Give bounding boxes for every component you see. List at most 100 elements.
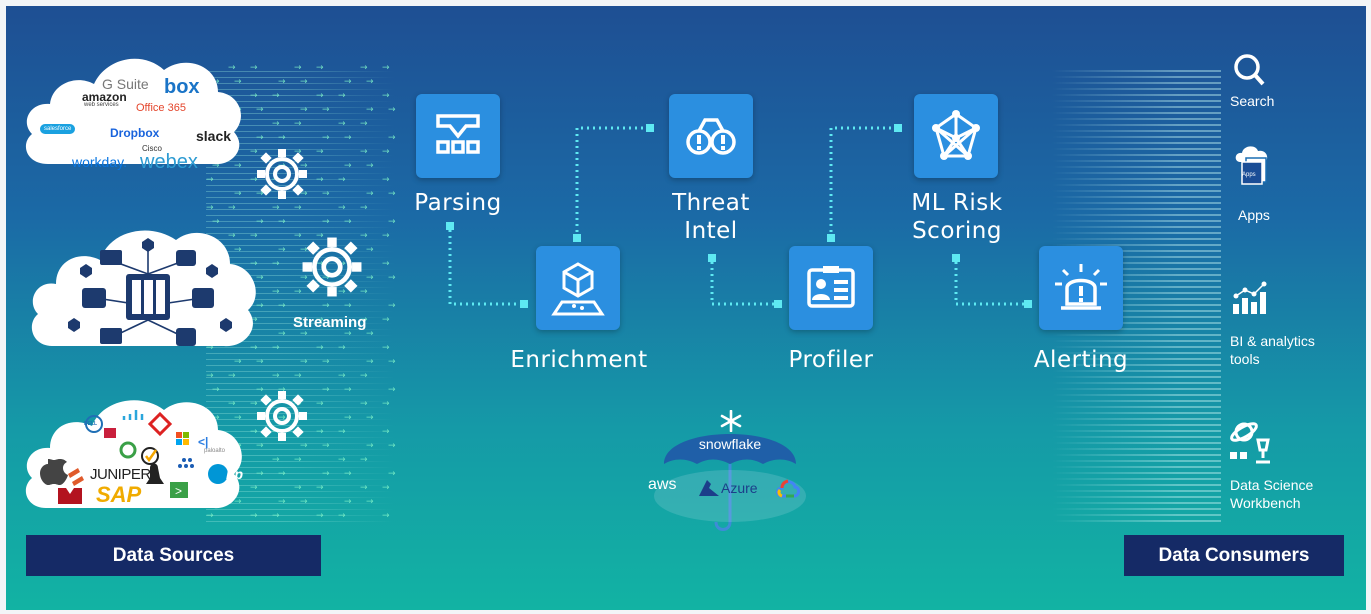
stream-arrow: → <box>344 385 352 395</box>
stream-arrow: → <box>316 399 324 409</box>
consumer-label-data-science: Data Science Workbench <box>1230 477 1314 511</box>
stream-arrow: → <box>388 189 396 199</box>
stream-arrow: → <box>294 455 302 465</box>
stream-arrow: → <box>360 119 368 129</box>
stream-arrow: → <box>360 287 368 297</box>
stream-arrow: → <box>206 343 214 353</box>
svg-text:>: > <box>175 484 182 498</box>
alerting-step <box>1039 246 1123 330</box>
workday-logo: workday. <box>72 154 127 170</box>
stream-arrow: → <box>366 413 374 423</box>
stream-arrow: → <box>256 273 264 283</box>
stream-arrow: → <box>256 217 264 227</box>
stream-arrow: → <box>382 175 390 185</box>
stream-arrow: → <box>250 91 258 101</box>
stream-arrow: → <box>316 511 324 521</box>
stream-arrow: → <box>344 301 352 311</box>
stream-arrow: → <box>250 315 258 325</box>
stream-arrow: → <box>250 147 258 157</box>
consumer-label-bi: BI & analytics tools <box>1230 333 1315 367</box>
dell-logo: DELL <box>84 421 98 427</box>
stream-arrow: → <box>366 329 374 339</box>
stream-arrow: → <box>250 399 258 409</box>
stream-arrow: → <box>344 497 352 507</box>
alarm-light-icon <box>1055 264 1107 310</box>
stream-arrow: → <box>272 455 280 465</box>
stream-arrow: → <box>234 161 242 171</box>
stream-arrow: → <box>388 217 396 227</box>
architecture-diagram: → → → → → → → → → → → → → → → → → → → → → → → → → → → → → → → → → → → → → → → →… <box>6 6 1366 610</box>
stream-arrow: → <box>294 483 302 493</box>
stream-arrow: → <box>344 329 352 339</box>
stream-arrow: → <box>234 497 242 507</box>
stream-arrow: → <box>322 301 330 311</box>
stream-arrow: → <box>344 217 352 227</box>
stream-arrow: → <box>300 329 308 339</box>
aws-logo: aws <box>648 476 677 493</box>
stream-arrow: → <box>294 315 302 325</box>
stream-arrow: → <box>234 77 242 87</box>
stream-arrow: → <box>344 161 352 171</box>
stream-arrow: → <box>344 133 352 143</box>
stream-arrow: → <box>382 343 390 353</box>
stream-arrow: → <box>278 329 286 339</box>
stream-arrow: → <box>294 147 302 157</box>
stream-arrow: → <box>338 343 346 353</box>
stream-arrow: → <box>272 343 280 353</box>
stream-arrow: → <box>382 63 390 73</box>
stream-arrow: → <box>366 497 374 507</box>
stream-arrow: → <box>212 413 220 423</box>
stream-arrow: → <box>388 133 396 143</box>
streaming-gear-icon <box>302 237 362 297</box>
devices-cloud <box>26 216 270 356</box>
stream-arrow: → <box>212 385 220 395</box>
stream-arrow: → <box>234 413 242 423</box>
stream-arrow: → <box>272 91 280 101</box>
stream-arrow: → <box>278 469 286 479</box>
stream-arrow: → <box>294 287 302 297</box>
stream-arrow: → <box>316 231 324 241</box>
stream-arrow: → <box>256 105 264 115</box>
stream-arrow: → <box>344 77 352 87</box>
stream-arrow: → <box>360 63 368 73</box>
stream-arrow: → <box>316 259 324 269</box>
box-logo: box <box>164 76 200 98</box>
stream-arrow: → <box>294 119 302 129</box>
stream-arrow: → <box>300 497 308 507</box>
stream-arrow: → <box>316 63 324 73</box>
consumer-label-apps: Apps <box>1238 207 1270 223</box>
profiler-label: Profiler <box>788 347 874 373</box>
stream-arrow: → <box>338 427 346 437</box>
stream-arrow: → <box>278 77 286 87</box>
streaming-gear-icon <box>257 149 307 199</box>
stream-arrow: → <box>382 427 390 437</box>
stream-arrow: → <box>228 203 236 213</box>
snowflake-icon <box>720 410 742 432</box>
stream-arrow: → <box>228 63 236 73</box>
stream-arrow: → <box>206 511 214 521</box>
apps-cloud-icon <box>1235 146 1268 185</box>
stream-arrow: → <box>388 301 396 311</box>
stream-arrow: → <box>316 175 324 185</box>
azure-logo: Azure <box>721 480 758 496</box>
stream-arrow: → <box>316 91 324 101</box>
stream-arrow: → <box>212 217 220 227</box>
stream-arrow: → <box>250 427 258 437</box>
google-cloud-icon <box>776 479 800 498</box>
stream-arrow: → <box>228 371 236 381</box>
stream-arrow: → <box>256 301 264 311</box>
stream-arrow: → <box>382 259 390 269</box>
gsuite-logo: G Suite <box>102 76 149 92</box>
stream-arrow: → <box>316 147 324 157</box>
profiler-step <box>789 246 873 330</box>
filter-icon <box>436 114 480 154</box>
stream-arrow: → <box>382 147 390 157</box>
data-sources-banner: Data Sources <box>26 535 321 576</box>
streaming-gear-icon <box>257 391 307 441</box>
webex-logo: webex <box>140 151 198 173</box>
stream-arrow: → <box>300 189 308 199</box>
stream-arrow: → <box>206 203 214 213</box>
stream-arrow: → <box>388 105 396 115</box>
stream-arrow: → <box>250 343 258 353</box>
network-icon <box>932 110 980 160</box>
